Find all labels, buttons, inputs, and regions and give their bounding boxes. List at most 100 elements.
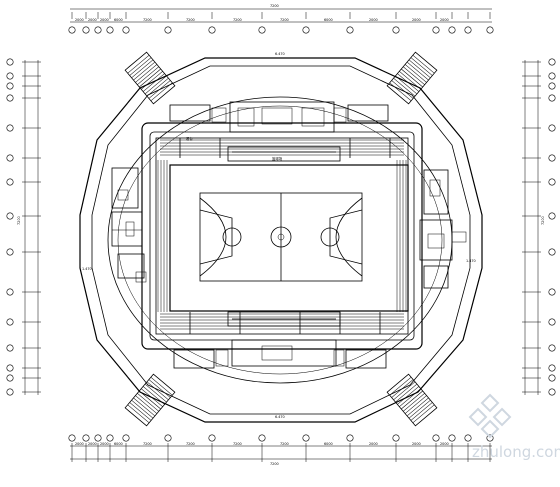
top-side-rooms <box>169 104 389 123</box>
axis-bubble <box>548 82 556 90</box>
axis-bubble <box>6 72 14 80</box>
axis-bubble <box>548 178 556 186</box>
dim-value: 2000 <box>75 442 84 446</box>
stair-tread <box>406 61 429 81</box>
stair-tread <box>146 78 169 97</box>
axis-bubble <box>448 434 456 442</box>
axis-bubble <box>164 26 172 34</box>
axis-bubble <box>258 434 266 442</box>
axis-bubble <box>432 26 440 34</box>
axis-bubble <box>6 344 14 352</box>
stair-tread <box>393 78 416 97</box>
axis-bubble <box>6 374 14 382</box>
axis-bubble <box>122 26 130 34</box>
axis-bubble <box>164 434 172 442</box>
stair-tread <box>148 379 171 398</box>
corner-stair-se <box>386 373 438 427</box>
dim-value: 7200 <box>280 18 289 22</box>
stair-tread <box>142 386 165 405</box>
axis-bubble <box>68 434 76 442</box>
axis-bubble <box>548 248 556 256</box>
snowflake-logo-icon <box>468 393 512 439</box>
dim-value: 2000 <box>100 442 109 446</box>
dim-value: 2000 <box>88 18 97 22</box>
dim-value: 2000 <box>100 18 109 22</box>
basketball-court: 篮球场 <box>169 156 409 312</box>
dim-value: 2000 <box>369 442 378 446</box>
axis-bubble <box>346 26 354 34</box>
seating-stands <box>141 122 423 350</box>
stair-tread <box>401 68 423 88</box>
stair-tread <box>135 64 158 83</box>
axis-bubble <box>82 434 90 442</box>
stair-tread <box>148 80 171 99</box>
stand-label: 看台 <box>186 136 193 141</box>
stair-tread <box>412 55 435 74</box>
axis-bubble <box>94 434 102 442</box>
dim-value: 6000 <box>324 442 333 446</box>
axis-bubble <box>208 434 216 442</box>
dim-value: 7200 <box>143 18 152 22</box>
axis-bubble <box>548 374 556 382</box>
stair-tread <box>391 80 414 99</box>
outer-building-outline <box>79 57 483 423</box>
axis-bubble <box>106 26 114 34</box>
stair-tread <box>404 395 427 414</box>
dim-value: 7200 <box>233 18 242 22</box>
stair-tread <box>129 57 152 76</box>
stair-tread <box>391 379 414 398</box>
dim-value: 6000 <box>114 18 123 22</box>
stair-tread <box>144 383 167 403</box>
corner-stair-ne <box>386 51 438 105</box>
stair-tread <box>395 75 418 95</box>
stair-tread <box>141 388 163 407</box>
stair-tread <box>142 73 165 92</box>
stair-tread <box>131 400 154 419</box>
axis-bubble <box>432 434 440 442</box>
stair-tread <box>410 402 433 421</box>
axis-bubble <box>548 72 556 80</box>
stair-tread <box>131 59 154 78</box>
axis-bubble <box>346 434 354 442</box>
top-overall-dim: 7200 <box>270 4 279 8</box>
elevation-label-left: 1.470 <box>82 267 92 271</box>
stair-tread <box>401 390 423 410</box>
stair-tread <box>137 66 159 85</box>
stair-tread <box>408 59 431 78</box>
corner-stair-sw <box>124 373 176 427</box>
axis-bubble <box>6 58 14 66</box>
stair-tread <box>133 61 156 81</box>
dim-value: 2000 <box>440 442 449 446</box>
stair-tread <box>399 388 421 407</box>
axis-bubble <box>6 318 14 326</box>
stair-tread <box>403 66 425 85</box>
elevation-label-top: 6.470 <box>275 52 285 56</box>
axis-bubble <box>464 26 472 34</box>
dim-value: 2000 <box>75 18 84 22</box>
axis-bubble <box>548 124 556 132</box>
dim-value: 6000 <box>324 18 333 22</box>
corner-stair-nw <box>124 51 176 105</box>
axis-bubble <box>548 318 556 326</box>
dim-value: 7200 <box>280 442 289 446</box>
axis-bubble <box>548 154 556 162</box>
axis-bubble <box>548 388 556 396</box>
stair-tread <box>389 377 412 396</box>
elevation-label-right: 1.470 <box>466 259 476 263</box>
axis-bubble <box>486 26 494 34</box>
stair-tread <box>150 82 173 101</box>
axis-bubble <box>106 434 114 442</box>
dim-value: 2000 <box>412 442 421 446</box>
axis-bubble <box>94 26 102 34</box>
axis-bubble <box>6 94 14 102</box>
dim-value: 2000 <box>88 442 97 446</box>
right-overall-dim: 7200 <box>541 216 545 225</box>
stair-tread <box>389 82 412 101</box>
stair-tread <box>144 75 167 95</box>
axis-bubble <box>82 26 90 34</box>
bottom-side-rooms <box>173 349 387 369</box>
stair-tread <box>406 397 429 417</box>
stair-tread <box>397 386 420 405</box>
